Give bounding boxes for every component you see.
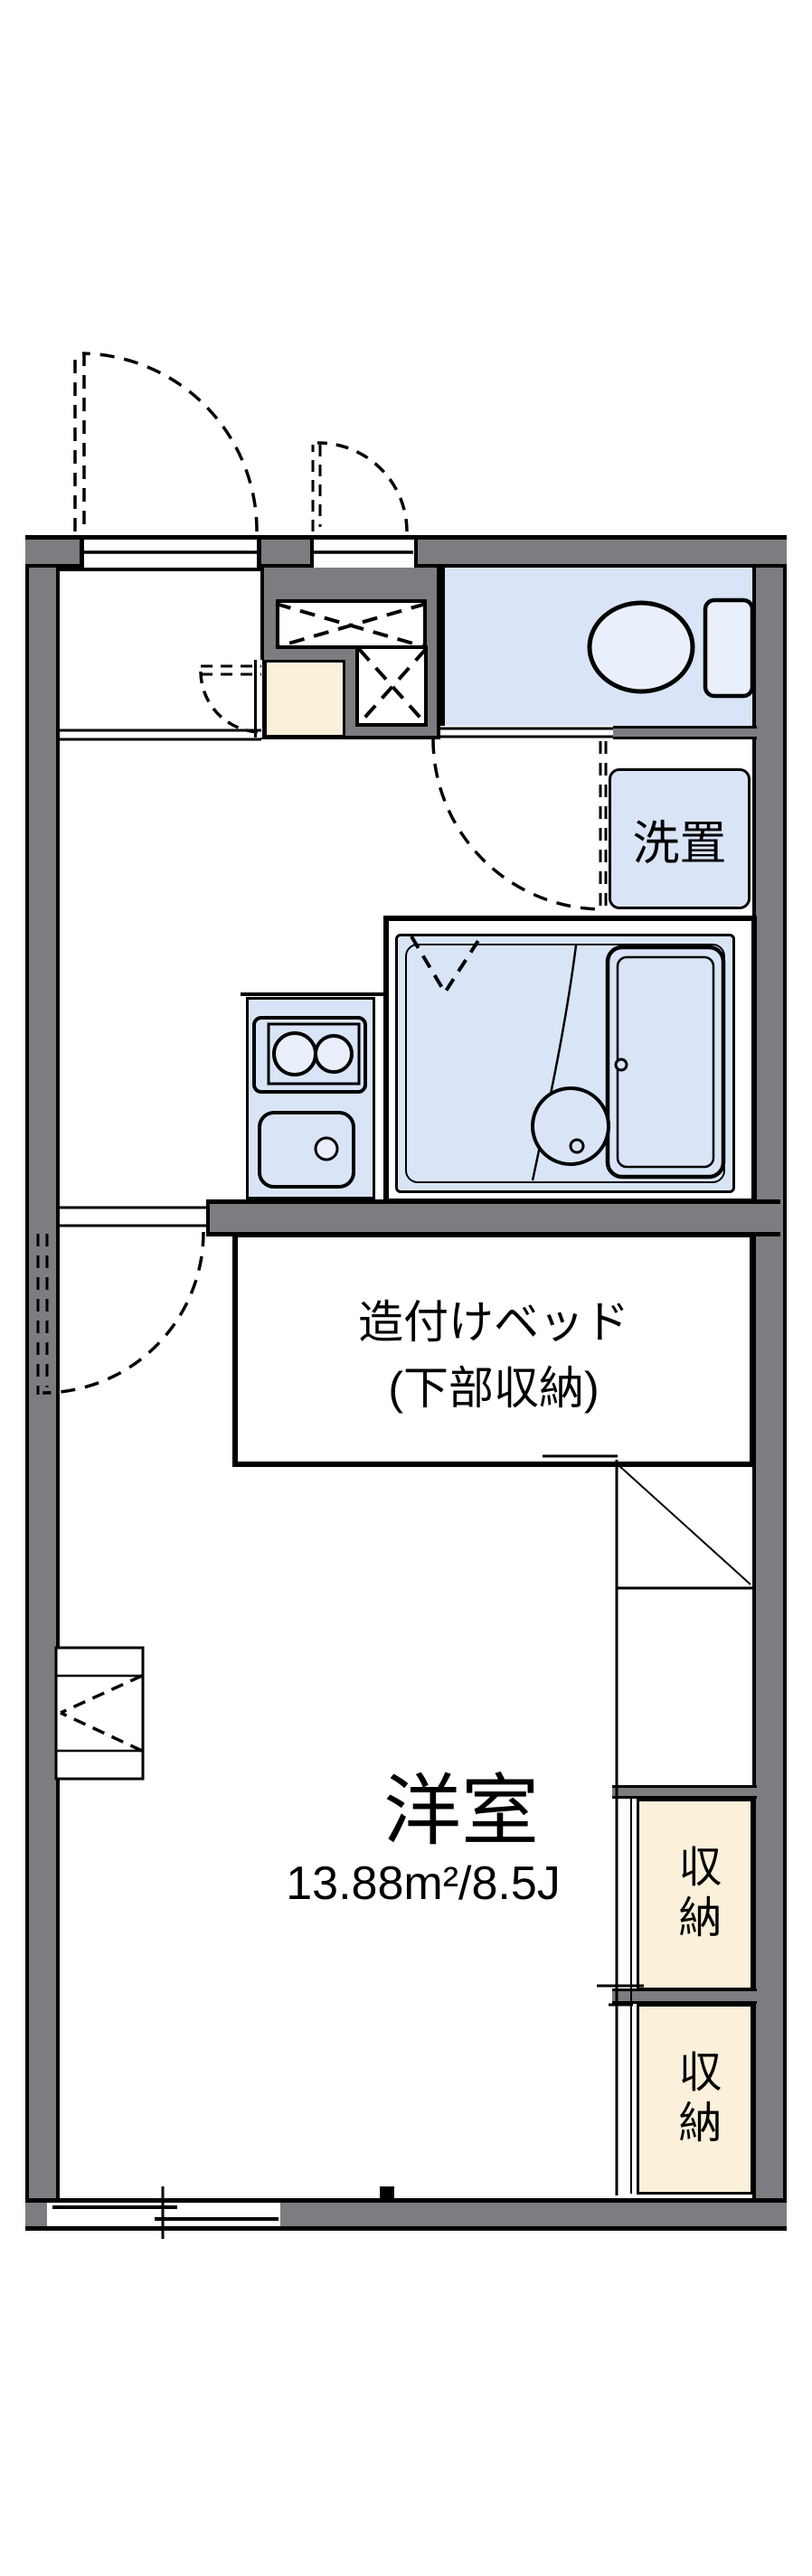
entry-hall (60, 568, 260, 735)
washer-space: 洗置 (609, 768, 751, 909)
built-in-bed: 造付けベッド (下部収納) (232, 1232, 755, 1467)
wall-band-mid (206, 1199, 780, 1236)
kitchen-unit (246, 997, 375, 1199)
shoe-cabinet (264, 660, 345, 738)
bed-label: 造付けベッド (下部収納) (238, 1290, 750, 1422)
wall-stub (380, 2186, 394, 2199)
shoe-cabinet-threshold (254, 660, 264, 738)
washer-label: 洗置 (632, 817, 727, 870)
room-name-label: 洋室 (383, 1768, 539, 1855)
toilet-bottom-wall (613, 726, 757, 739)
storage-divider-top (612, 1785, 757, 1799)
bed-label-line2: (下部収納) (388, 1363, 600, 1414)
closet-lower-box (355, 645, 428, 727)
entry-opening (80, 540, 261, 568)
storage-bottom: 収納 (637, 2004, 753, 2195)
bed-label-line1: 造付けベッド (358, 1297, 629, 1348)
storage-top-label: 収納 (671, 1844, 720, 1945)
toilet-room (440, 568, 752, 726)
bottom-window (47, 2203, 280, 2226)
storage-divider-mid (612, 1988, 757, 2004)
closet-upper-box (276, 599, 427, 649)
bath-unit-inner (405, 944, 725, 1183)
room-area-label: 13.88m²/8.5J (286, 1857, 561, 1910)
wall-right (752, 535, 787, 2231)
storage-bottom-label: 収納 (671, 2048, 720, 2150)
wall-left (25, 535, 60, 2231)
